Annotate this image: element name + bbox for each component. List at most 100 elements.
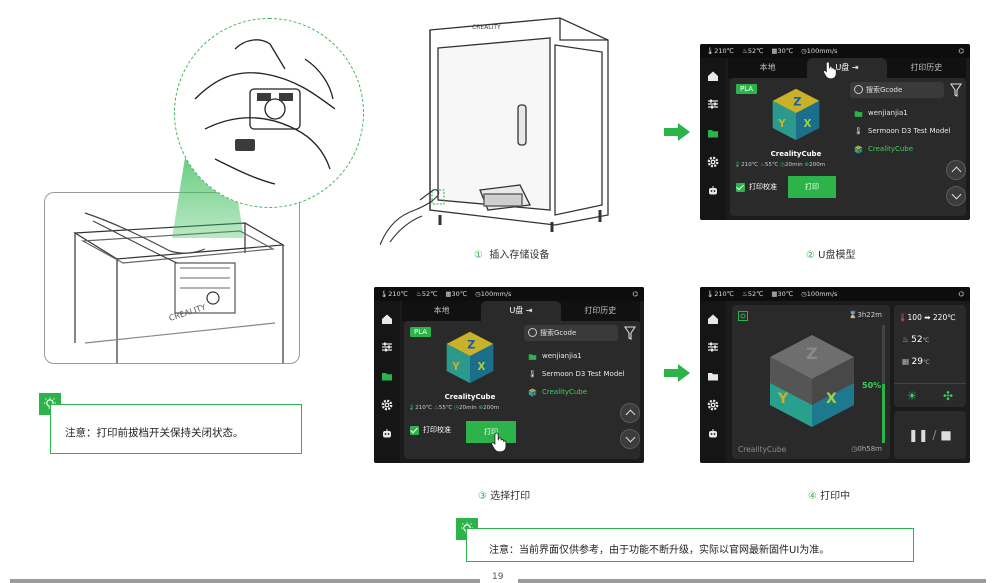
elapsed-time: ◷0h58m xyxy=(851,445,882,453)
extruder-closeup-drawing xyxy=(194,39,336,185)
folder-icon[interactable] xyxy=(707,370,719,382)
folder-icon xyxy=(528,352,537,361)
wifi-icon: ⌬ xyxy=(958,290,964,298)
robot-icon[interactable] xyxy=(381,428,393,440)
sliders-icon[interactable] xyxy=(707,98,719,110)
sliders-icon[interactable] xyxy=(381,341,393,353)
pause-button[interactable]: ❚❚ xyxy=(908,428,929,442)
sliders-icon[interactable] xyxy=(707,341,719,353)
remaining-time: ⌛3h22m xyxy=(848,311,882,319)
nozzle-target[interactable]: 🌡100 ➡ 220℃ xyxy=(898,313,956,322)
tab-local[interactable]: 本地 xyxy=(433,306,450,315)
model-progress-render: Z Y X xyxy=(770,335,854,427)
print-button[interactable]: 打印 xyxy=(788,176,836,198)
robot-icon[interactable] xyxy=(707,185,719,197)
print-speed: ◷100mm/s xyxy=(475,290,512,298)
search-input[interactable]: 搜索Gcode xyxy=(850,82,944,98)
arrow-right-icon xyxy=(664,364,690,382)
printer-brand-label: CREALITY xyxy=(168,302,207,322)
page-number: 19 xyxy=(492,572,504,582)
calibration-checkbox[interactable]: 打印校准 xyxy=(736,182,777,192)
scroll-down-button[interactable] xyxy=(620,429,640,449)
pause-stop-control: ❚❚/■ xyxy=(894,411,966,459)
filter-icon[interactable] xyxy=(624,326,636,340)
tab-history[interactable]: 打印历史 xyxy=(584,306,617,315)
sidebar xyxy=(374,301,400,463)
light-icon[interactable]: ☀ xyxy=(906,388,918,403)
zoom-detail-circle xyxy=(174,18,364,208)
printer-top-view-illustration: CREALITY xyxy=(44,192,300,364)
bed-temp: ♨52℃ xyxy=(741,290,764,298)
cube-icon xyxy=(528,388,537,397)
gear-icon[interactable] xyxy=(707,156,719,168)
screen-usb-files: 🌡210℃ ♨52℃ ▦30℃ ◷100mm/s ⌬ 本地 U盘 ⇥ 打印历史 … xyxy=(700,44,970,220)
model-thumbnail xyxy=(768,86,824,142)
search-input[interactable]: 搜索Gcode xyxy=(524,325,618,341)
chamber-temp: ▦30℃ xyxy=(771,290,794,298)
tab-usb[interactable]: U盘 ⇥ xyxy=(807,58,887,78)
footer-line-left xyxy=(10,579,480,583)
chamber-target[interactable]: ▦ 29℃ xyxy=(902,357,930,367)
caption-step3: ③ 选择打印 xyxy=(478,491,531,502)
model-meta: 🌡210℃ ♨55℃ ◷20min ⊛200m xyxy=(408,405,500,411)
scroll-up-button[interactable] xyxy=(946,160,966,180)
home-icon[interactable] xyxy=(381,313,393,325)
list-item[interactable]: wenjianjia1 xyxy=(854,104,970,122)
printer-chamber-drawing: CREALITY xyxy=(73,212,285,363)
nozzle-temp: 🌡210℃ xyxy=(706,290,734,298)
print-speed: ◷100mm/s xyxy=(801,47,838,55)
folder-icon xyxy=(854,109,863,118)
list-item[interactable]: wenjianjia1 xyxy=(528,347,644,365)
svg-text:Y: Y xyxy=(777,391,789,407)
folder-icon[interactable] xyxy=(381,370,393,382)
camera-icon[interactable] xyxy=(738,311,748,321)
temperature-panel: 🌡100 ➡ 220℃ ♨ 52℃ ▦ 29℃ ☀ ✣ xyxy=(894,305,966,407)
home-icon[interactable] xyxy=(707,70,719,82)
scroll-down-button[interactable] xyxy=(946,186,966,206)
tab-history[interactable]: 打印历史 xyxy=(910,63,943,72)
status-bar: 🌡210℃ ♨52℃ ▦30℃ ◷100mm/s ⌬ xyxy=(700,287,970,301)
model-meta: 🌡210℃ ♨55℃ ◷20min ⊛200m xyxy=(734,162,826,168)
calibration-checkbox[interactable]: 打印校准 xyxy=(410,425,451,435)
sidebar xyxy=(700,58,726,220)
home-icon[interactable] xyxy=(707,313,719,325)
filament-badge: PLA xyxy=(736,84,758,94)
robot-icon[interactable] xyxy=(707,428,719,440)
tab-local[interactable]: 本地 xyxy=(759,63,776,72)
printer-front-brand: CREALITY xyxy=(472,24,501,31)
list-item[interactable]: 🌡Sermoon D3 Test Model xyxy=(854,122,970,140)
thermometer-icon: 🌡 xyxy=(528,370,537,378)
hand-cursor-icon xyxy=(490,431,508,453)
model-thumbnail xyxy=(442,329,498,385)
svg-text:X: X xyxy=(826,391,837,407)
folder-icon[interactable] xyxy=(707,127,719,139)
tab-usb[interactable]: U盘 ⇥ xyxy=(481,301,561,321)
gear-icon[interactable] xyxy=(381,399,393,411)
progress-label: 50% xyxy=(862,381,882,390)
list-item[interactable]: CrealityCube✓ xyxy=(854,140,970,158)
footer-line-right xyxy=(518,579,986,583)
bed-target[interactable]: ♨ 52℃ xyxy=(902,335,930,345)
progress-fill xyxy=(882,384,885,443)
wifi-icon: ⌬ xyxy=(958,47,964,55)
note-safety: 注意：打印前拔档开关保持关闭状态。 xyxy=(50,404,302,454)
model-name: CrealityCube xyxy=(444,393,496,401)
arrow-right-icon xyxy=(664,123,690,141)
chamber-temp: ▦30℃ xyxy=(445,290,468,298)
file-list: wenjianjia1 🌡Sermoon D3 Test Model Creal… xyxy=(528,347,644,401)
bed-temp: ♨52℃ xyxy=(741,47,764,55)
filter-icon[interactable] xyxy=(950,83,962,97)
stop-button[interactable]: ■ xyxy=(940,428,952,442)
list-item[interactable]: 🌡Sermoon D3 Test Model xyxy=(528,365,644,383)
svg-text:Z: Z xyxy=(806,344,818,363)
nozzle-temp: 🌡210℃ xyxy=(706,47,734,55)
list-item[interactable]: CrealityCube✓ xyxy=(528,383,644,401)
gear-icon[interactable] xyxy=(707,399,719,411)
fan-icon[interactable]: ✣ xyxy=(942,388,954,403)
hand-cursor-icon xyxy=(822,60,838,80)
print-preview-panel: ⌛3h22m Z Y X 50% CrealityCube ◷0h58m xyxy=(732,305,890,459)
nozzle-temp: 🌡210℃ xyxy=(380,290,408,298)
scroll-up-button[interactable] xyxy=(620,403,640,423)
progress-track xyxy=(882,325,885,443)
print-button[interactable]: 打印 xyxy=(466,421,516,443)
